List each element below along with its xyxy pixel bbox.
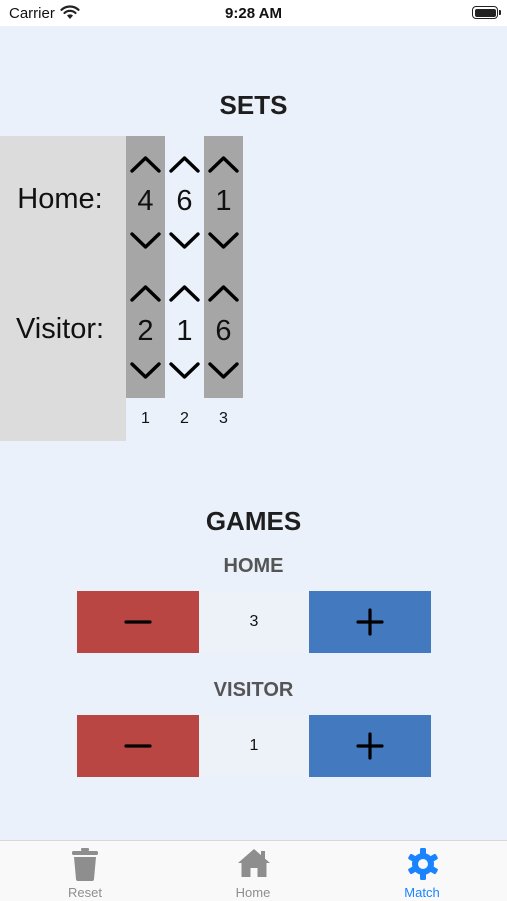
sets-title: SETS bbox=[219, 90, 288, 120]
set-column-3: 1 6 bbox=[204, 136, 243, 398]
visitor-games-label: VISITOR bbox=[213, 679, 294, 701]
home-games-value: 3 bbox=[199, 591, 309, 653]
status-bar: Carrier 9:28 AM bbox=[0, 0, 507, 26]
home-set1-score: 4 bbox=[137, 185, 154, 217]
set-number-1: 1 bbox=[141, 410, 150, 427]
visitor-set1-down-icon[interactable] bbox=[126, 359, 165, 383]
gear-icon bbox=[408, 848, 438, 880]
home-games-increment-button[interactable] bbox=[309, 591, 431, 653]
visitor-set3-up-icon[interactable] bbox=[204, 281, 243, 305]
games-title: GAMES bbox=[205, 506, 302, 536]
visitor-games-value: 1 bbox=[199, 715, 309, 777]
trash-icon bbox=[72, 848, 98, 881]
set-column-1: 4 2 bbox=[126, 136, 165, 398]
home-set2-score: 6 bbox=[176, 185, 193, 217]
home-row-label: Home: bbox=[17, 183, 103, 215]
set-number-3: 3 bbox=[219, 410, 228, 427]
visitor-set2-score: 1 bbox=[176, 315, 193, 347]
visitor-games-decrement-button[interactable] bbox=[77, 715, 199, 777]
home-games-label: HOME bbox=[223, 555, 284, 577]
home-set3-score: 1 bbox=[215, 185, 232, 217]
visitor-set3-down-icon[interactable] bbox=[204, 359, 243, 383]
visitor-set2-down-icon[interactable] bbox=[165, 359, 204, 383]
set-number-2: 2 bbox=[180, 410, 189, 427]
house-icon bbox=[238, 849, 270, 877]
home-set2-down-icon[interactable] bbox=[165, 229, 204, 253]
visitor-games-stepper: 1 bbox=[77, 715, 431, 777]
carrier-label: Carrier bbox=[9, 5, 55, 22]
wifi-icon bbox=[60, 5, 80, 19]
minus-icon bbox=[124, 744, 152, 748]
home-games-decrement-button[interactable] bbox=[77, 591, 199, 653]
visitor-set1-score: 2 bbox=[137, 315, 154, 347]
visitor-set1-up-icon[interactable] bbox=[126, 281, 165, 305]
minus-icon bbox=[124, 620, 152, 624]
tab-match-label: Match bbox=[404, 885, 440, 900]
home-set3-down-icon[interactable] bbox=[204, 229, 243, 253]
visitor-row-label: Visitor: bbox=[15, 313, 105, 345]
home-games-stepper: 3 bbox=[77, 591, 431, 653]
home-set2-up-icon[interactable] bbox=[165, 152, 204, 176]
tab-home[interactable]: Home bbox=[193, 841, 313, 901]
tab-match[interactable]: Match bbox=[362, 841, 482, 901]
battery-icon bbox=[472, 6, 501, 19]
row-label-panel bbox=[0, 136, 126, 441]
visitor-set2-up-icon[interactable] bbox=[165, 281, 204, 305]
clock: 9:28 AM bbox=[225, 5, 282, 22]
tab-reset-label: Reset bbox=[68, 885, 102, 900]
tab-reset[interactable]: Reset bbox=[25, 841, 145, 901]
home-set1-down-icon[interactable] bbox=[126, 229, 165, 253]
set-column-2: 6 1 bbox=[165, 136, 204, 398]
tab-bar: Reset Home Match bbox=[0, 840, 507, 901]
visitor-games-increment-button[interactable] bbox=[309, 715, 431, 777]
home-set1-up-icon[interactable] bbox=[126, 152, 165, 176]
home-set3-up-icon[interactable] bbox=[204, 152, 243, 176]
plus-icon bbox=[356, 732, 384, 760]
tab-home-label: Home bbox=[235, 885, 271, 900]
plus-icon bbox=[356, 608, 384, 636]
visitor-set3-score: 6 bbox=[215, 315, 232, 347]
